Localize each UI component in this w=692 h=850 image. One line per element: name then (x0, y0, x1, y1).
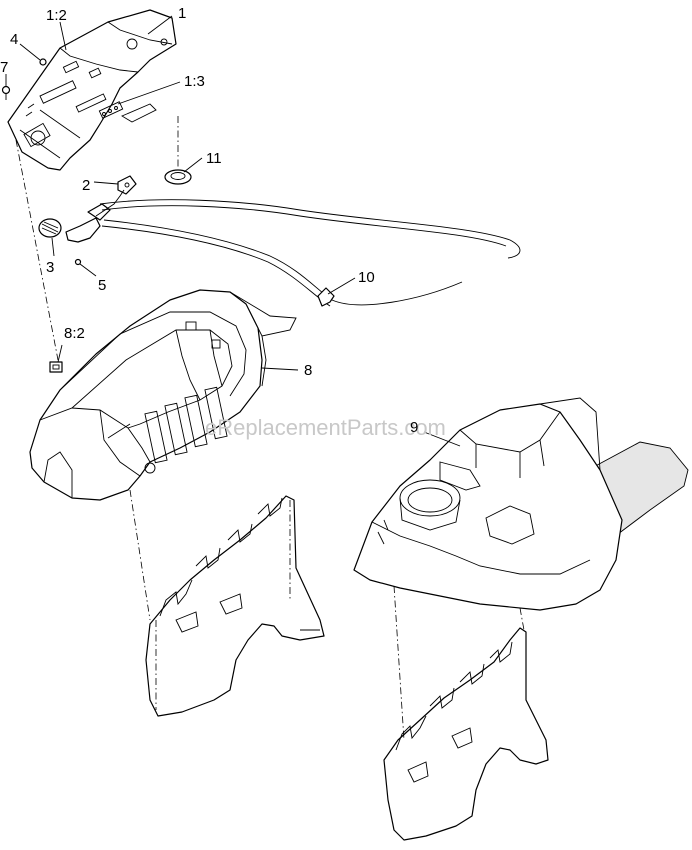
callout-3: 3 (46, 259, 54, 276)
callout-2: 2 (82, 177, 90, 194)
part-8-2-clip (49, 361, 63, 373)
part-11-grommet (164, 169, 192, 185)
part-8-fender-pan (29, 289, 297, 501)
callout-11: 11 (206, 150, 222, 167)
callout-1-3: 1:3 (184, 73, 205, 90)
callout-8-2: 8:2 (64, 325, 85, 342)
part-8-heat-shield (145, 495, 325, 717)
watermark-text: eReplacementParts.com (205, 415, 446, 440)
part-9-tank-cover (353, 397, 689, 611)
callout-7: 7 (0, 59, 8, 76)
part-5-screw (74, 258, 82, 266)
callout-8: 8 (304, 362, 312, 379)
wire-harness (65, 189, 521, 307)
callout-4: 4 (10, 31, 18, 48)
callout-10: 10 (358, 269, 375, 286)
part-9-heat-shield (383, 627, 549, 841)
part-1-control-panel (7, 9, 177, 171)
part-2-switch-bracket (117, 175, 137, 195)
callout-1: 1 (178, 5, 186, 22)
assembly-lines (15, 116, 525, 741)
callout-5: 5 (98, 277, 106, 294)
part-4-screw (39, 58, 47, 66)
part-3-switch (38, 218, 62, 238)
part-7-screw (1, 85, 11, 100)
callout-1-2: 1:2 (46, 7, 67, 24)
leader-lines (5, 15, 461, 447)
callout-labels: 1 1:2 4 7 1:3 11 2 3 5 10 8:2 8 9 (0, 5, 418, 436)
callout-9: 9 (410, 419, 418, 436)
